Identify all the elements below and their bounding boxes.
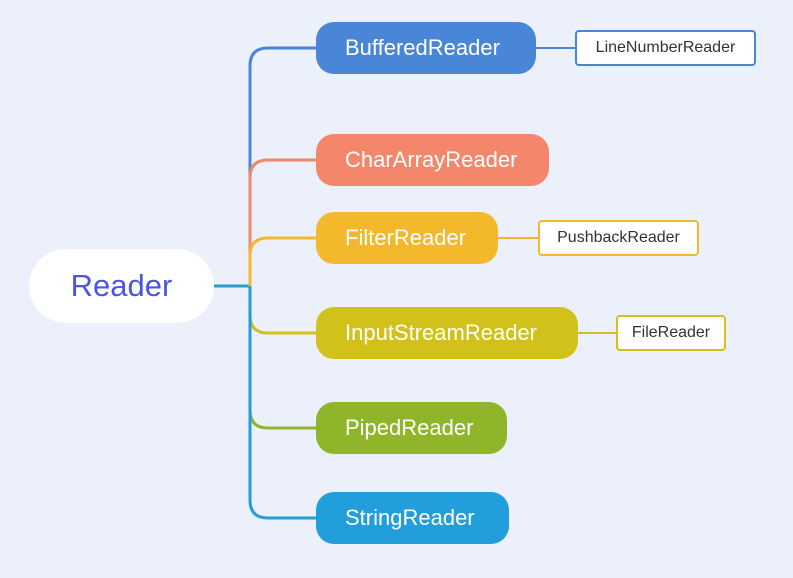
reader-root-node[interactable]: Reader	[29, 249, 214, 323]
filereader-node[interactable]: FileReader	[616, 315, 726, 351]
pushbackreader-node[interactable]: PushbackReader	[538, 220, 699, 256]
stringreader-node[interactable]: StringReader	[316, 492, 509, 544]
inputstreamreader-node[interactable]: InputStreamReader	[316, 307, 578, 359]
bufferedreader-node[interactable]: BufferedReader	[316, 22, 536, 74]
connector-chararrayreader	[248, 158, 318, 286]
connector-stringreader	[248, 286, 318, 520]
filterreader-node[interactable]: FilterReader	[316, 212, 498, 264]
connector-pipedreader	[248, 286, 318, 430]
connector-inputstreamreader	[248, 286, 318, 335]
connector-filterreader	[248, 236, 318, 286]
connector-bufferedreader	[248, 46, 318, 286]
linenumberreader-node[interactable]: LineNumberReader	[575, 30, 756, 66]
pipedreader-node[interactable]: PipedReader	[316, 402, 507, 454]
chararrayreader-node[interactable]: CharArrayReader	[316, 134, 549, 186]
